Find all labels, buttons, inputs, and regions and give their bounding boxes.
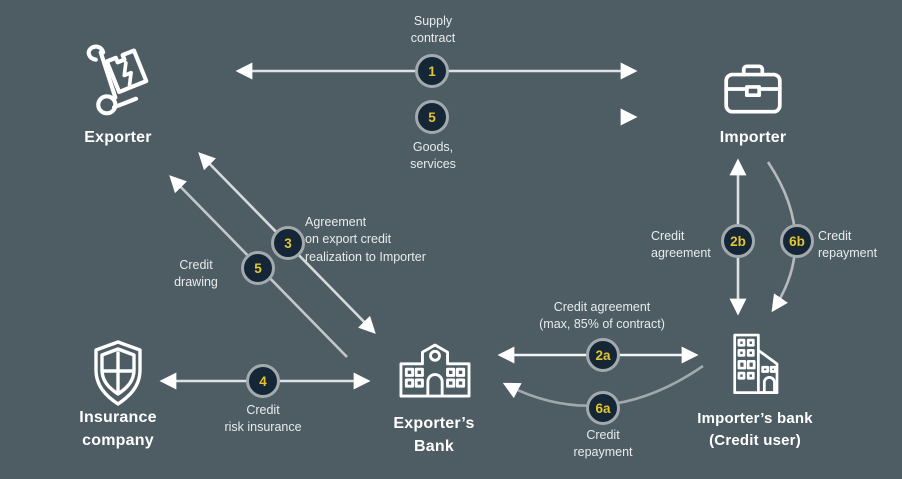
goods-services-label: Goods, services bbox=[410, 140, 456, 172]
exporter-label: Exporter bbox=[84, 129, 152, 146]
importers-bank-label-line1: Importer’s bank bbox=[697, 410, 813, 427]
agreement-realization-label: Agreement on export credit realization t… bbox=[305, 215, 426, 264]
importer-label: Importer bbox=[719, 129, 787, 146]
step-badge-5-drawing: 5 bbox=[241, 251, 275, 285]
importers-bank-label-line2: (Credit user) bbox=[709, 431, 801, 449]
briefcase-icon bbox=[724, 64, 782, 114]
step-badge-1: 1 bbox=[415, 54, 449, 88]
insurance-label-line2: company bbox=[82, 432, 154, 450]
credit-risk-insurance-label: Credit risk insurance bbox=[224, 403, 302, 435]
credit-drawing-label: Credit drawing bbox=[174, 258, 218, 290]
building-icon bbox=[733, 333, 779, 394]
step-badge-4: 4 bbox=[246, 364, 280, 398]
handtruck-icon bbox=[86, 44, 149, 116]
exporters-bank-label-line1: Exporter’s bbox=[393, 415, 475, 432]
step-badge-3: 3 bbox=[271, 226, 305, 260]
credit-repayment-importer-label: Credit repayment bbox=[818, 229, 878, 261]
step-badge-6a: 6a bbox=[586, 391, 620, 425]
bank-icon bbox=[399, 343, 471, 398]
shield-icon bbox=[94, 340, 142, 406]
credit-agreement-banks-label: Credit agreement (max, 85% of contract) bbox=[539, 300, 665, 332]
step-badge-2b: 2b bbox=[721, 224, 755, 258]
step-badge-5-goods: 5 bbox=[415, 100, 449, 134]
supply-contract-label: Supply contract bbox=[410, 14, 456, 46]
exporters-bank-label: Exporter’s Bank bbox=[393, 412, 474, 458]
credit-agreement-importer-label: Credit agreement bbox=[651, 229, 711, 261]
insurance-label-line1: Insurance bbox=[79, 409, 157, 426]
insurance-company-label: Insurance company bbox=[79, 406, 156, 452]
importers-bank-label: Importer’s bank (Credit user) bbox=[697, 408, 813, 452]
exporters-bank-label-line2: Bank bbox=[414, 438, 454, 456]
step-badge-6b: 6b bbox=[780, 224, 814, 258]
step-badge-2a: 2a bbox=[586, 338, 620, 372]
credit-repayment-banks-label: Credit repayment bbox=[573, 428, 633, 460]
